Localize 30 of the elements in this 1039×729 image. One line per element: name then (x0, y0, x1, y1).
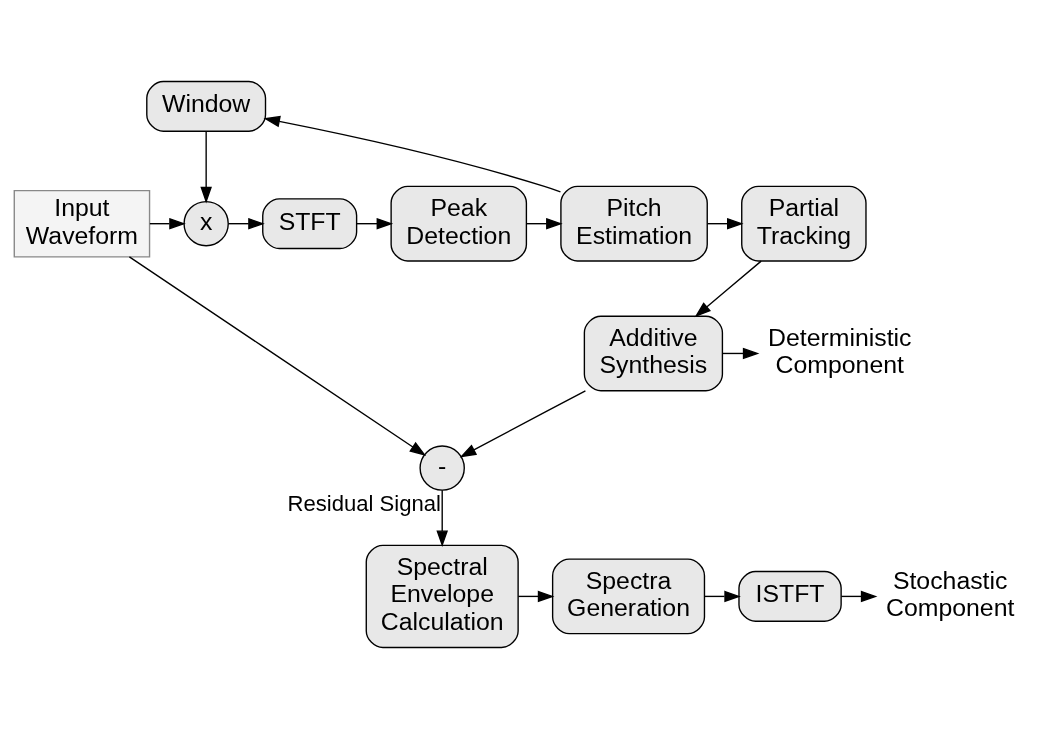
arrow (707, 217, 744, 230)
node-box: Spectra Generation (551, 558, 706, 635)
node-box: Window (146, 80, 267, 132)
arrow (200, 130, 212, 204)
edge-label: Residual Signal (287, 490, 441, 516)
arrow (128, 256, 427, 456)
node-text: Stochastic Component (885, 566, 1015, 622)
node-box: Input Waveform (13, 189, 151, 258)
arrow (694, 260, 762, 318)
arrow (704, 590, 741, 603)
arrow (436, 489, 448, 548)
arrow (459, 390, 587, 458)
node-box: ISTFT (738, 570, 842, 622)
arrow (840, 590, 878, 603)
node-box: Additive Synthesis (583, 315, 724, 392)
node-box: Partial Tracking (741, 185, 867, 262)
arrow (356, 217, 394, 230)
node-box: Spectral Envelope Calculation (365, 544, 519, 649)
node-circle: - (419, 445, 465, 491)
arrow (263, 115, 562, 193)
arrow (227, 217, 265, 230)
node-box: STFT (262, 198, 358, 250)
arrow (525, 217, 563, 230)
node-box: Pitch Estimation (560, 185, 708, 262)
node-box: Peak Detection (390, 185, 528, 262)
node-text: Deterministic Component (768, 323, 912, 379)
arrow (721, 347, 760, 360)
arrow (149, 217, 186, 230)
arrow (517, 590, 555, 603)
node-circle: x (183, 200, 229, 247)
